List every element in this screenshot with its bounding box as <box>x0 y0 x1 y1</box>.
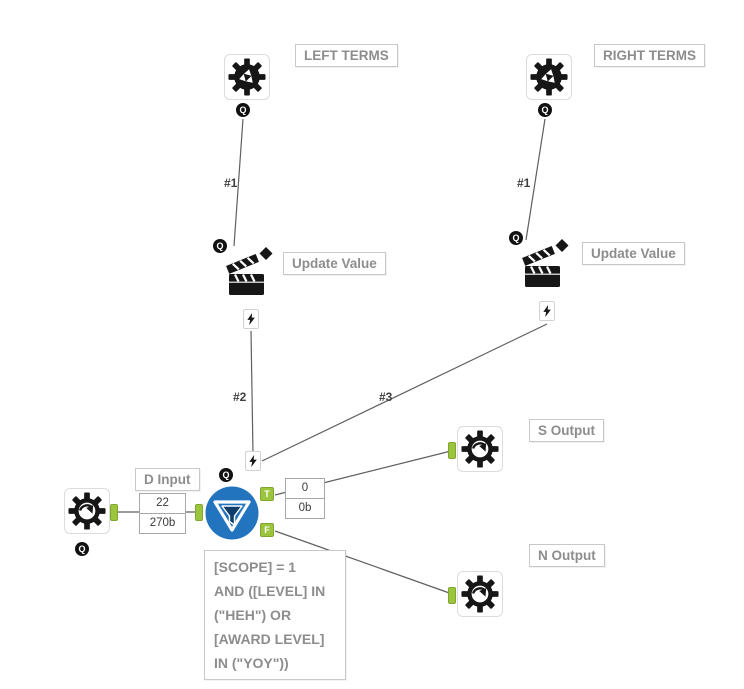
question-anchor-right-terms[interactable]: Q <box>538 103 552 117</box>
annotation-right-terms: RIGHT TERMS <box>594 44 705 67</box>
wire-filter-false-to-n-output[interactable] <box>274 530 456 596</box>
annotation-left-terms: LEFT TERMS <box>295 44 398 67</box>
annotation-line: ("HEH") OR <box>214 607 292 623</box>
record-count: 22 <box>156 497 169 509</box>
wire-label-2: #2 <box>233 390 247 404</box>
macro-input-output-anchor[interactable] <box>110 504 118 521</box>
tool-right-terms[interactable] <box>526 54 572 100</box>
annotation-line: AND ([LEVEL] IN <box>214 583 326 599</box>
filter-input-anchor[interactable] <box>195 504 203 521</box>
annotation-n-output: N Output <box>529 544 605 567</box>
question-anchor-left-terms[interactable]: Q <box>236 103 250 117</box>
annotation-right-update: Update Value <box>582 242 685 265</box>
filter-expression-annotation: [SCOPE] = 1 AND ([LEVEL] IN ("HEH") OR [… <box>204 550 346 680</box>
action-anchor-right-update[interactable] <box>539 301 555 321</box>
question-anchor-macro-input[interactable]: Q <box>75 542 89 556</box>
n-output-input-anchor[interactable] <box>448 587 456 604</box>
gear-arrow-icon <box>461 430 499 468</box>
gear-arrow-icon <box>68 492 106 530</box>
record-count: 0 <box>301 482 309 494</box>
wire-left-update-to-filter[interactable] <box>250 330 254 455</box>
tool-s-output[interactable] <box>457 426 503 472</box>
annotation-line: [SCOPE] = 1 <box>214 559 297 575</box>
lightning-icon <box>246 312 256 326</box>
wire-label-3: #3 <box>379 390 393 404</box>
wire-right-update-to-filter[interactable] <box>261 323 548 462</box>
s-output-input-anchor[interactable] <box>448 442 456 459</box>
annotation-left-update: Update Value <box>283 252 386 275</box>
lightning-icon <box>542 304 552 318</box>
tool-update-value-left[interactable] <box>226 246 274 300</box>
gear-recycle-icon <box>228 58 266 96</box>
filter-false-anchor[interactable]: F <box>260 523 274 537</box>
wire-label-right-1: #1 <box>517 176 531 190</box>
question-anchor-left-update[interactable]: Q <box>213 239 227 253</box>
tool-filter[interactable] <box>204 485 260 541</box>
record-count-true-branch: 0 0b <box>285 478 325 519</box>
clapperboard-icon <box>522 239 568 287</box>
annotation-line: [AWARD LEVEL] <box>214 631 325 647</box>
tool-left-terms[interactable] <box>224 54 270 100</box>
filter-true-anchor[interactable]: T <box>260 487 274 501</box>
wire-label-left-1: #1 <box>224 176 238 190</box>
record-size: 270b <box>140 513 185 533</box>
filter-funnel-icon <box>206 487 259 540</box>
wire-right-terms-to-update[interactable] <box>525 118 546 241</box>
tool-update-value-right[interactable] <box>522 238 570 292</box>
lightning-icon <box>248 454 258 468</box>
question-anchor-filter[interactable]: Q <box>219 468 233 482</box>
annotation-s-output: S Output <box>529 419 604 442</box>
record-size: 0b <box>286 498 324 518</box>
wire-left-terms-to-update[interactable] <box>233 118 244 247</box>
gear-recycle-icon <box>530 58 568 96</box>
clapperboard-icon <box>226 247 272 295</box>
gear-arrow-icon <box>461 575 499 613</box>
tool-n-output[interactable] <box>457 571 503 617</box>
annotation-line: IN ("YOY")) <box>214 655 289 671</box>
action-anchor-filter[interactable] <box>245 451 261 471</box>
record-count-input: 22 270b <box>139 493 186 534</box>
tool-macro-input[interactable] <box>64 488 110 534</box>
annotation-d-input: D Input <box>135 468 200 491</box>
action-anchor-left-update[interactable] <box>243 309 259 329</box>
question-anchor-right-update[interactable]: Q <box>509 231 523 245</box>
